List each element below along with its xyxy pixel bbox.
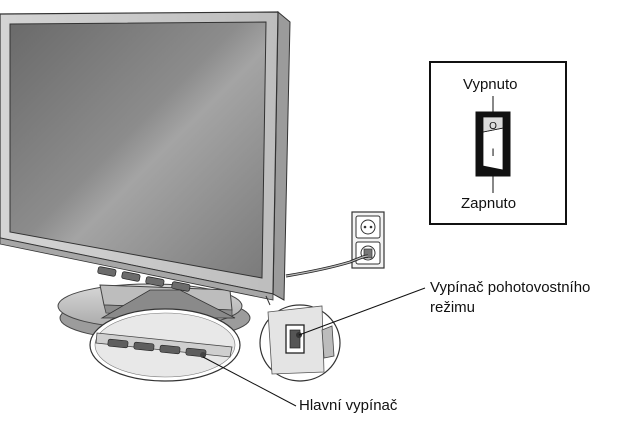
- rocker-switch-icon: O I: [475, 111, 511, 177]
- standby-switch-zoom-inset: [259, 295, 341, 382]
- standby-switch-callout-line1: Vypínač pohotovostního: [430, 279, 591, 296]
- monitor-icon: [0, 10, 291, 301]
- rocker-off-symbol: O: [489, 121, 497, 132]
- front-buttons: [97, 266, 191, 292]
- main-switch-zoom-inset: [89, 308, 241, 382]
- switch-on-label: Zapnuto: [461, 195, 517, 212]
- rocker-on-symbol: I: [491, 147, 494, 159]
- switch-off-label: Vypnuto: [463, 76, 518, 93]
- standby-switch-callout-line2: režimu: [430, 299, 476, 316]
- main-switch-callout: Hlavní vypínač: [299, 397, 398, 414]
- power-outlet-icon: [351, 211, 385, 269]
- switch-legend-box: O I: [429, 61, 567, 225]
